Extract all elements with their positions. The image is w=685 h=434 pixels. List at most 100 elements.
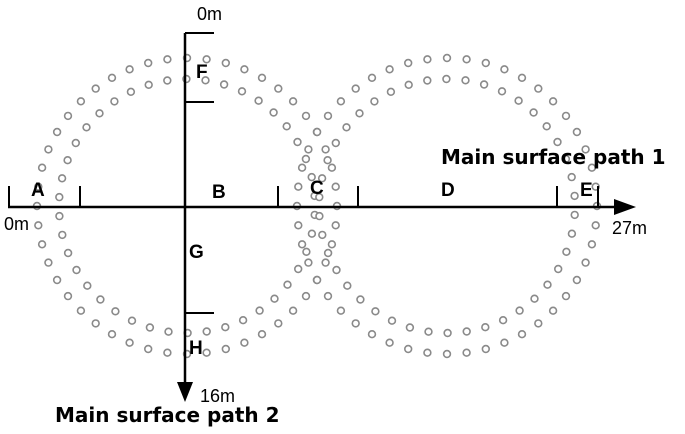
blast-hole bbox=[581, 145, 590, 154]
path1-start-label: 0m bbox=[4, 214, 29, 234]
blast-hole bbox=[443, 328, 452, 338]
blast-hole bbox=[238, 316, 248, 325]
blast-hole bbox=[221, 58, 231, 68]
blast-hole bbox=[202, 327, 211, 336]
blast-hole bbox=[530, 294, 539, 303]
blast-hole bbox=[570, 191, 579, 201]
path2-arrowhead bbox=[177, 382, 193, 402]
blast-hole bbox=[270, 294, 279, 303]
blast-hole bbox=[201, 76, 210, 85]
blast-hole bbox=[202, 348, 211, 357]
blast-hole bbox=[110, 97, 119, 106]
blast-hole bbox=[91, 319, 100, 328]
blast-hole bbox=[315, 192, 324, 202]
blast-hole bbox=[95, 109, 104, 118]
blast-hole bbox=[529, 108, 538, 117]
blast-hole bbox=[144, 80, 153, 90]
blast-hole bbox=[342, 123, 351, 132]
path1-title: Main surface path 1 bbox=[441, 145, 666, 169]
blast-hole bbox=[34, 221, 43, 230]
blast-hole bbox=[71, 138, 81, 148]
path1-arrowhead bbox=[614, 199, 636, 215]
blast-hole bbox=[542, 122, 551, 131]
blast-hole bbox=[37, 240, 47, 249]
blast-holes-group bbox=[32, 53, 602, 359]
blast-hole bbox=[307, 172, 316, 182]
blast-hole bbox=[327, 240, 337, 249]
blast-hole bbox=[462, 348, 471, 357]
blast-hole bbox=[323, 156, 332, 165]
blast-hole bbox=[55, 211, 64, 221]
blast-hole bbox=[312, 275, 322, 285]
blast-hole bbox=[269, 108, 278, 117]
blast-hole bbox=[257, 330, 267, 339]
blast-hole bbox=[367, 330, 377, 339]
blast-hole bbox=[297, 240, 307, 249]
blast-hole bbox=[405, 323, 415, 332]
blast-hole bbox=[288, 97, 298, 106]
blast-hole bbox=[221, 323, 230, 332]
blast-hole bbox=[44, 258, 53, 267]
blast-hole bbox=[302, 247, 311, 257]
blast-hole bbox=[82, 123, 91, 132]
blast-hole bbox=[312, 127, 322, 137]
blast-hole bbox=[553, 137, 562, 147]
blast-hole bbox=[240, 65, 249, 74]
blast-hole bbox=[423, 55, 432, 64]
blast-hole bbox=[423, 76, 432, 85]
blast-hole bbox=[323, 248, 333, 258]
blast-hole bbox=[63, 156, 72, 165]
blast-hole bbox=[202, 55, 211, 64]
blast-hole bbox=[351, 319, 360, 328]
blast-hole bbox=[331, 221, 340, 230]
blast-hole bbox=[567, 172, 576, 182]
path2-end-label: 16m bbox=[200, 386, 235, 406]
blast-hole bbox=[343, 281, 352, 290]
blast-hole bbox=[76, 306, 86, 315]
blast-hole bbox=[561, 111, 571, 121]
blast-hole bbox=[163, 76, 172, 85]
blast-hole bbox=[58, 230, 67, 240]
blast-hole bbox=[515, 306, 524, 315]
blast-hole bbox=[221, 344, 231, 354]
blast-hole bbox=[462, 55, 471, 64]
blast-hole bbox=[500, 338, 509, 347]
blast-hole bbox=[294, 264, 303, 274]
blast-hole bbox=[164, 327, 173, 336]
blast-hole bbox=[145, 323, 155, 332]
blast-hole bbox=[543, 280, 552, 289]
segment-label-f: F bbox=[196, 62, 208, 83]
segment-label-h: H bbox=[189, 338, 203, 359]
blast-hole bbox=[294, 182, 303, 191]
blast-hole bbox=[63, 291, 73, 301]
blast-hole bbox=[387, 316, 397, 325]
blast-hole bbox=[356, 295, 365, 304]
blast-hole bbox=[63, 111, 73, 121]
blast-hole bbox=[297, 163, 307, 172]
blast-hole bbox=[404, 58, 413, 68]
blast-hole bbox=[567, 229, 577, 238]
blast-hole bbox=[497, 87, 507, 96]
blast-hole bbox=[240, 338, 249, 347]
blast-hole bbox=[107, 73, 117, 83]
blast-hole bbox=[481, 344, 490, 354]
blast-hole bbox=[76, 97, 86, 106]
blast-hole bbox=[63, 248, 73, 258]
blast-hole bbox=[83, 281, 92, 290]
blast-hole bbox=[442, 53, 452, 63]
blast-hole bbox=[52, 127, 62, 137]
blast-hole bbox=[442, 74, 451, 84]
blast-hole bbox=[315, 211, 324, 221]
blast-hole bbox=[581, 258, 590, 267]
blast-hole bbox=[144, 344, 153, 354]
blast-hole bbox=[294, 221, 303, 230]
segment-label-a: A bbox=[31, 180, 45, 201]
blast-hole bbox=[288, 306, 298, 315]
blast-hole bbox=[55, 192, 64, 202]
blast-hole bbox=[370, 97, 379, 106]
blast-hole bbox=[301, 111, 311, 121]
blast-hole bbox=[44, 145, 53, 154]
blast-hole bbox=[52, 275, 62, 285]
path2-start-label: 0m bbox=[197, 4, 222, 24]
blast-hole bbox=[424, 327, 433, 336]
